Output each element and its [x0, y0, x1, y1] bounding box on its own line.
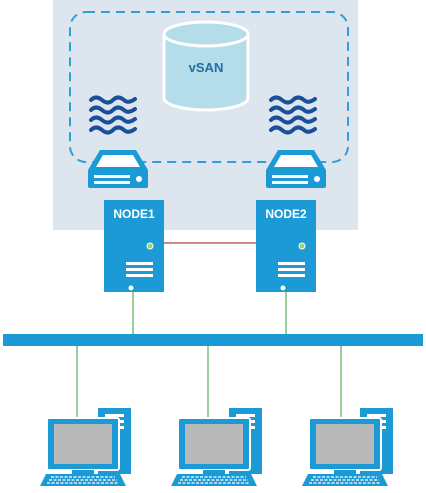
network-bus — [3, 334, 423, 346]
node2-storage-icon — [266, 150, 326, 188]
vsan-datastore-icon — [162, 20, 250, 112]
client1-pc-icon — [40, 407, 132, 487]
client3-pc-icon — [302, 407, 394, 487]
node2-label: NODE2 — [265, 207, 307, 221]
node1-label: NODE1 — [113, 207, 155, 221]
vsan-label: vSAN — [189, 60, 224, 75]
node1-storage-icon — [88, 150, 148, 188]
client2-pc-icon — [171, 407, 263, 487]
vsan-datastore-boundary — [69, 11, 349, 163]
